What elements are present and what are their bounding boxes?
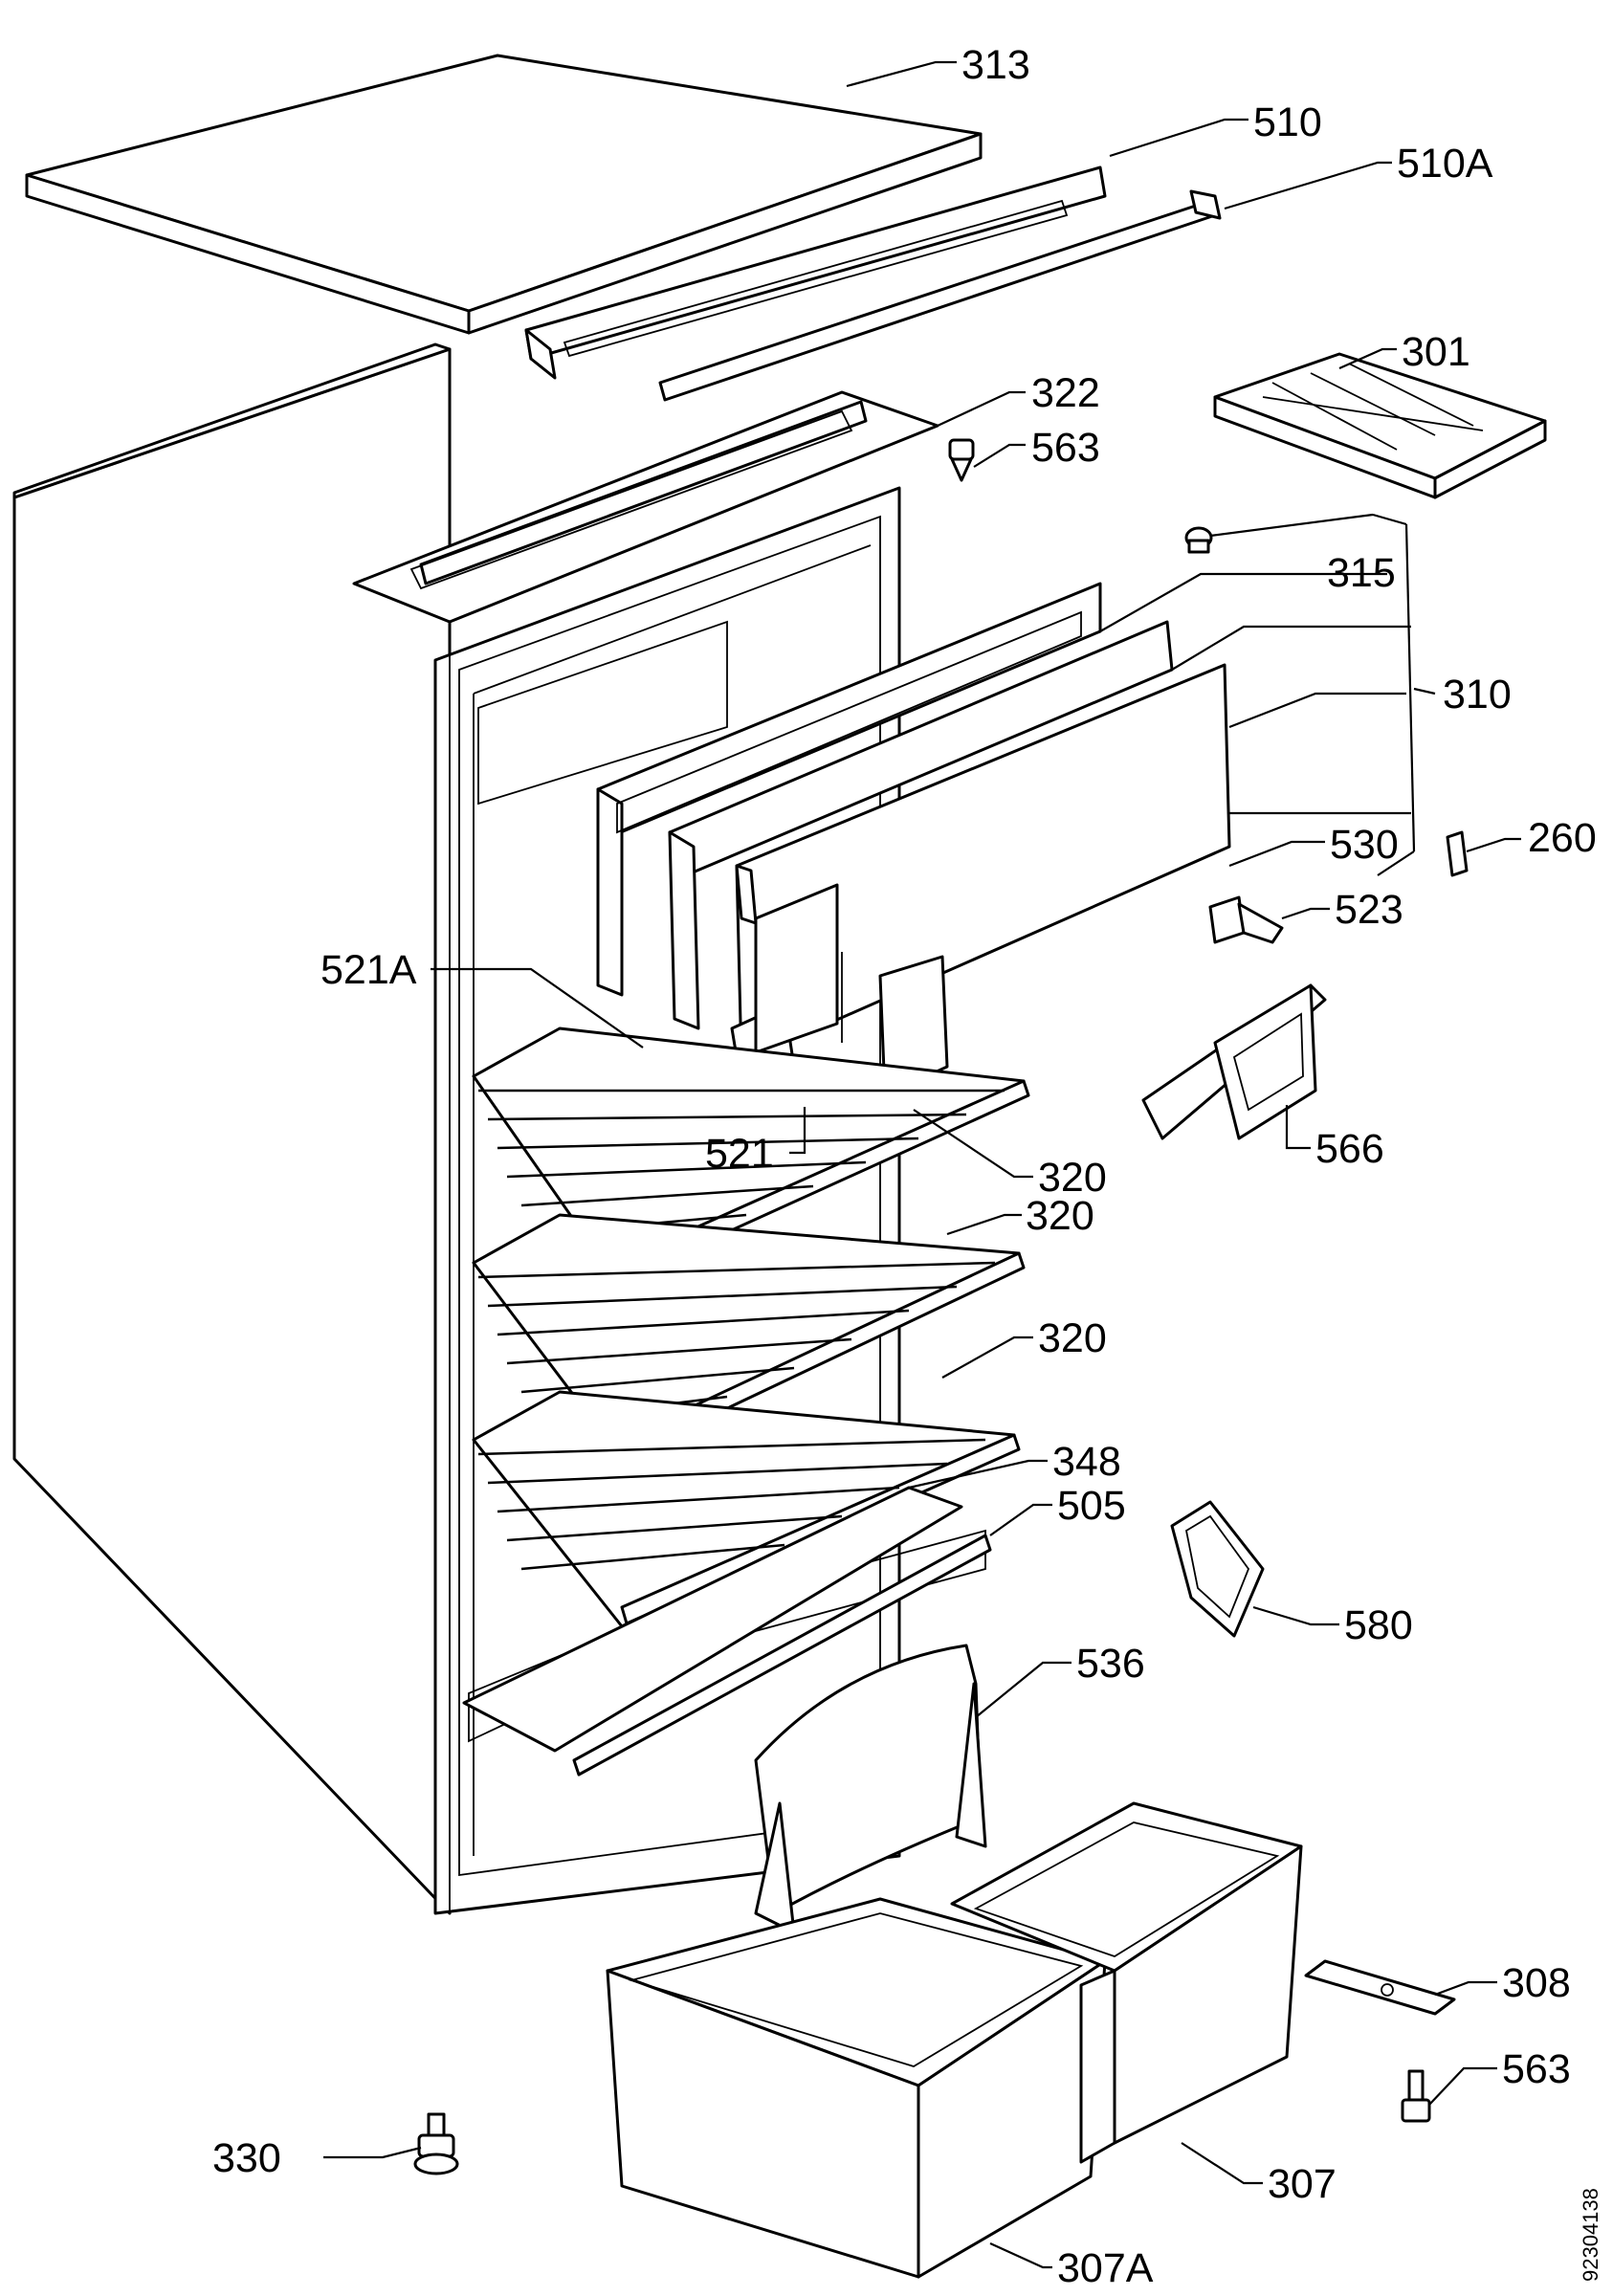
freezer-door-530	[730, 663, 1231, 1097]
crisper-drawer-307a	[606, 1897, 1107, 2279]
label-307: 307	[1268, 2161, 1337, 2207]
bracket-310	[1372, 513, 1436, 876]
handle-566	[1141, 983, 1327, 1140]
screw-563-bottom	[1401, 2069, 1431, 2123]
label-310: 310	[1443, 672, 1512, 718]
label-563-top: 563	[1031, 425, 1100, 471]
foot-330	[413, 2112, 459, 2175]
lamp-cover-580	[1170, 1500, 1265, 1638]
label-521: 521	[705, 1131, 774, 1177]
freezer-door-frame-315	[596, 582, 1102, 997]
divider-536	[754, 1644, 987, 1934]
label-308: 308	[1502, 1960, 1571, 2006]
screw-563-top	[948, 438, 975, 482]
label-320-middle: 320	[1026, 1193, 1094, 1239]
hinge-523	[1208, 895, 1284, 944]
document-id: 92304138	[1579, 2188, 1602, 2282]
label-348: 348	[1052, 1439, 1121, 1485]
label-320-top: 320	[1038, 1155, 1107, 1201]
label-505: 505	[1057, 1483, 1126, 1529]
crisper-drawer-307	[950, 1801, 1303, 2164]
top-rail-bracket	[352, 390, 939, 624]
label-530: 530	[1330, 822, 1399, 868]
leader-lines	[323, 60, 1521, 2269]
label-307a: 307A	[1057, 2245, 1154, 2291]
label-510: 510	[1253, 99, 1322, 145]
top-cover-313	[25, 54, 983, 335]
label-521a: 521A	[320, 947, 417, 993]
label-322: 322	[1031, 370, 1100, 416]
label-523: 523	[1335, 887, 1403, 933]
trim-strip-510a	[658, 189, 1222, 402]
label-536: 536	[1076, 1641, 1145, 1687]
label-313: 313	[961, 42, 1030, 88]
front-rail-510	[524, 166, 1107, 380]
plug-small	[1184, 526, 1213, 554]
label-330: 330	[212, 2135, 281, 2181]
label-315: 315	[1327, 550, 1396, 596]
trim-505	[572, 1534, 992, 1777]
label-301: 301	[1402, 329, 1470, 375]
part-labels: 313 510 510A 301 322 563 315 310 260 530…	[212, 42, 1597, 2291]
ice-tray-301	[1213, 352, 1547, 499]
label-563-bottom: 563	[1502, 2046, 1571, 2092]
bottom-hinge-308	[1304, 1959, 1456, 2016]
label-320-bottom: 320	[1038, 1315, 1107, 1361]
label-566: 566	[1315, 1126, 1384, 1172]
hinge-260	[1446, 830, 1469, 877]
glass-shelf-348	[462, 1486, 963, 1753]
label-510a: 510A	[1397, 141, 1493, 187]
label-260: 260	[1528, 815, 1597, 861]
label-580: 580	[1344, 1602, 1413, 1648]
